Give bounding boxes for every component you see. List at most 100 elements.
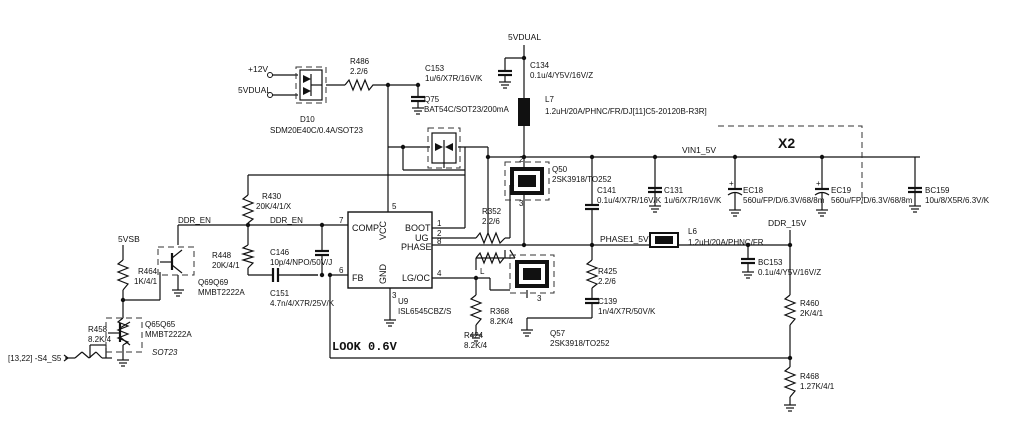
ic-pin-phase: PHASE [401, 242, 432, 252]
ic-pin-gnd: GND [378, 264, 388, 285]
q69-symbol [157, 246, 195, 276]
c141-val: 0.1u/4/X7R/16V/K [597, 196, 662, 205]
q50-val: 2SK3918/TO252 [552, 175, 612, 184]
ec18-val: 560u/FP/D/6.3V/68/8m [743, 196, 825, 205]
c146-ref: C146 [270, 248, 290, 257]
c153-ref: C153 [425, 64, 445, 73]
q69-ref: Q69Q69 [198, 278, 229, 287]
ddr-en-label-a: DDR_EN [178, 216, 211, 225]
r486-symbol [344, 78, 375, 92]
c146-val: 10p/4/NPO/50V/J [270, 258, 332, 267]
c151-val: 4.7n/4/X7R/25V/K [270, 299, 335, 308]
d10-val: SDM20E40C/0.4A/SOT23 [270, 126, 363, 135]
q57-val: 2SK3918/TO252 [550, 339, 610, 348]
r460-symbol [783, 294, 797, 326]
ec18-ref: EC18 [743, 186, 764, 195]
ddr-15v-label: DDR_15V [768, 218, 807, 228]
r430-symbol [241, 194, 255, 224]
r424-symbol [469, 294, 483, 326]
r460-ref: R460 [800, 299, 820, 308]
c131-ref: C131 [664, 186, 684, 195]
ic-pin-ug: UG [415, 233, 429, 243]
r368-val: 8.2K/4 [490, 317, 514, 326]
ic-pinnum-3: 3 [392, 291, 397, 300]
l7-val: 1.2uH/20A/PHNC/FR/DJ[11]C5-20120B-R3R] [545, 107, 707, 116]
r448-symbol [240, 244, 256, 269]
c131-symbol [648, 186, 662, 194]
vin1-label: VIN1_5V [682, 145, 716, 155]
r486-val: 2.2/6 [350, 67, 368, 76]
x2-dashed-outline [718, 125, 863, 204]
resistors [116, 78, 797, 398]
q65-ref: Q65Q65 [145, 320, 176, 329]
q65-symbol [105, 317, 143, 353]
s4-s5-signal-label: [13,22] -S4_S5 [8, 354, 62, 363]
c134-ref: C134 [530, 61, 550, 70]
c153-val: 1u/6/X7R/16V/K [425, 74, 483, 83]
ground-symbols [117, 81, 921, 412]
r425-symbol [585, 259, 599, 289]
l7-ref: L7 [545, 95, 554, 104]
svg-text:+: + [816, 179, 821, 188]
r468-ref: R468 [800, 372, 820, 381]
look-annotation: LOOK 0.6V [332, 340, 398, 354]
r425-ref: R425 [598, 267, 618, 276]
r424-val: 8.2K/4 [464, 341, 488, 350]
c151-symbol [271, 268, 300, 282]
inductors [509, 98, 679, 259]
ic-pinnum-8: 8 [437, 237, 442, 246]
r425-val: 2.2/6 [598, 277, 616, 286]
ec19-symbol: + [814, 179, 830, 196]
q75-val: BAT54C/SOT23/200mA [424, 105, 509, 114]
q50-symbol: 2 1 3 [504, 155, 550, 208]
capacitors: + + [271, 179, 922, 282]
q75-symbol [427, 127, 461, 169]
r448-ref: R448 [212, 251, 232, 260]
r486-ref: R486 [350, 57, 370, 66]
d10-ref: D10 [300, 115, 315, 124]
r468-symbol [783, 366, 797, 398]
ic-pin-fb: FB [352, 273, 364, 283]
r368-symbol [475, 251, 505, 265]
r458-ref: R458 [88, 325, 108, 334]
bc153-val: 0.1u/4/Y5V/16V/Z [758, 268, 821, 277]
ic-pin-comp: COMP [352, 223, 379, 233]
ic-pinnum-5: 5 [392, 202, 397, 211]
svg-text:+: + [729, 179, 734, 188]
bc159-symbol [908, 186, 922, 194]
l6-val: 1.2uH/20A/PHNC/FR [688, 238, 764, 247]
svg-text:3: 3 [537, 294, 542, 303]
svg-text:3: 3 [519, 199, 524, 208]
rail-5vdual-top: 5VDUAL [508, 32, 541, 42]
ec18-symbol: + [727, 179, 743, 196]
l-small-label: L [480, 267, 485, 276]
rail-12v: +12V [248, 64, 268, 74]
c139-ref: C139 [598, 297, 618, 306]
ic-pin-vcc: VCC [378, 220, 388, 240]
c139-val: 1n/4/X7R/50V/K [598, 307, 656, 316]
q50-ref: Q50 [552, 165, 568, 174]
l6-ref: L6 [688, 227, 697, 236]
s4-s5-arrow [63, 354, 69, 362]
r352-symbol [475, 231, 506, 245]
sot23-label: SOT23 [152, 348, 178, 357]
q65-val: MMBT2222A [145, 330, 192, 339]
ic-pinnum-1: 1 [437, 219, 442, 228]
u9-part: ISL6545CBZ/S [398, 307, 451, 316]
u9-ic-body [347, 211, 433, 289]
ec19-ref: EC19 [831, 186, 852, 195]
r464-val: 1K/4/1 [134, 277, 158, 286]
r352-ref: R352 [482, 207, 502, 216]
rail-5vsb: 5VSB [118, 234, 140, 244]
r458-val: 8.2K/4 [88, 335, 112, 344]
phase1-label: PHASE1_5V [600, 234, 649, 244]
ic-pinnum-2: 2 [437, 229, 442, 238]
c131-val: 1u/6/X7R/16V/K [664, 196, 722, 205]
rail-5vdual: 5VDUAL [238, 85, 271, 95]
svg-text:2: 2 [519, 155, 524, 164]
bc153-ref: BC153 [758, 258, 783, 267]
bc159-ref: BC159 [925, 186, 950, 195]
r464-symbol [116, 259, 130, 291]
q69-val: MMBT2222A [198, 288, 245, 297]
